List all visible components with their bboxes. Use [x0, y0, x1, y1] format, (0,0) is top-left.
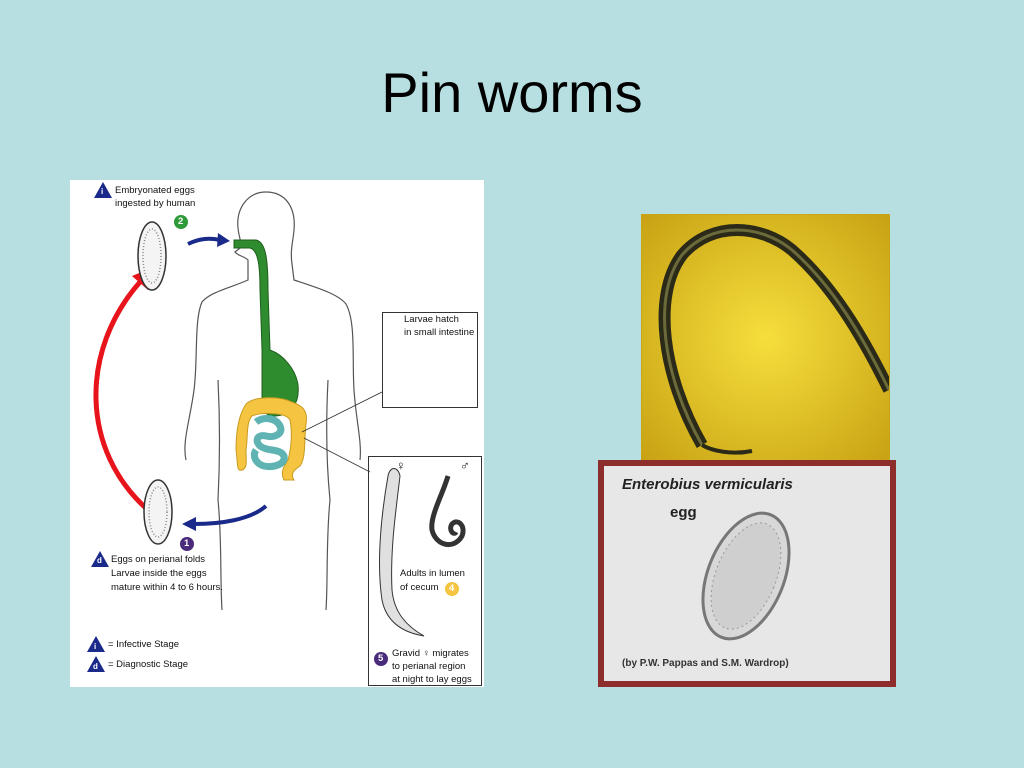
step-4-number: 4 [449, 583, 455, 594]
legend-diagnostic-triangle [87, 656, 105, 672]
step-5-number: 5 [378, 653, 384, 664]
step-d-label-line3: mature within 4 to 6 hours. [111, 582, 223, 593]
connector-line-adults [303, 437, 371, 473]
egg-photo-subtitle: egg [670, 504, 697, 521]
step-2-number: 2 [178, 216, 184, 227]
red-cycle-arrow [93, 280, 150, 512]
step-3-number: 3 [391, 319, 397, 330]
small-intestine-teal [250, 415, 288, 470]
female-symbol: ♀ [396, 458, 406, 473]
legend-infective-label: = Infective Stage [108, 639, 180, 650]
step-d-marker: d [97, 556, 102, 565]
egg-micrograph-frame: Enterobius vermicularis egg (by P.W. Pap… [598, 460, 896, 687]
step-3-label-line2: in small intestine [404, 327, 475, 338]
step-i-label-line2: ingested by human [115, 198, 196, 209]
infective-triangle-top [94, 182, 112, 198]
slide-title: Pin worms [381, 61, 643, 124]
egg-micrograph-art [701, 511, 791, 641]
diagnostic-triangle [91, 551, 109, 567]
blue-arrow-bottom [193, 504, 268, 526]
digestive-tract-green [233, 239, 299, 417]
colon-yellow [235, 397, 307, 481]
worm-tail [700, 443, 753, 455]
step-4-label-line1: Adults in lumen [400, 568, 465, 579]
egg-photo-title: Enterobius vermicularis [622, 476, 793, 493]
step-d-label-line1: Eggs on perianal folds [111, 554, 206, 565]
step-5-label-line1: Gravid ♀ migrates [392, 648, 469, 659]
pinworm-micrograph [641, 214, 890, 462]
human-body-outline [184, 191, 361, 611]
larvae-box [382, 312, 478, 408]
egg-photo-credit: (by P.W. Pappas and S.M. Wardrop) [622, 658, 789, 669]
legend-diagnostic-label: = Diagnostic Stage [108, 659, 189, 670]
blue-arrow-bottom-head [182, 517, 196, 531]
connector-line-larvae [301, 391, 383, 433]
step-i-label-line1: Embryonated eggs [115, 185, 195, 196]
worm-micrograph-art [642, 215, 889, 461]
step-1-circle [180, 537, 194, 551]
blue-arrow-top [187, 236, 221, 246]
step-1-number: 1 [184, 538, 190, 549]
step-4-circle [445, 582, 459, 596]
legend-infective-marker: i [94, 642, 97, 651]
life-cycle-artwork [87, 182, 466, 672]
legend-infective-triangle [87, 636, 105, 652]
step-i-marker: i [101, 187, 104, 196]
male-worm-illustration [429, 475, 466, 547]
step-2-circle [174, 215, 188, 229]
pinworm-life-cycle-diagram: i 2 3 d 1 4 5 i d ♀ ♂ Embryonated eggs i… [70, 180, 484, 687]
step-d-label-line2: Larvae inside the eggs [111, 568, 207, 579]
step-5-circle [374, 652, 388, 666]
egg-bottom-illustration [143, 479, 173, 545]
adults-box [368, 456, 482, 686]
step-5-label-line2: to perianal region [392, 661, 466, 672]
legend-diagnostic-marker: d [93, 662, 98, 671]
step-5-label-line3: at night to lay eggs [392, 674, 472, 685]
egg-micrograph: Enterobius vermicularis egg (by P.W. Pap… [604, 466, 890, 681]
male-symbol: ♂ [460, 458, 470, 473]
step-3-label-line1: Larvae hatch [404, 314, 459, 325]
blue-arrow-top-head [217, 233, 230, 247]
egg-top-illustration [137, 221, 167, 291]
female-worm-illustration [379, 468, 425, 637]
step-4-label-line2: of cecum [400, 582, 439, 593]
